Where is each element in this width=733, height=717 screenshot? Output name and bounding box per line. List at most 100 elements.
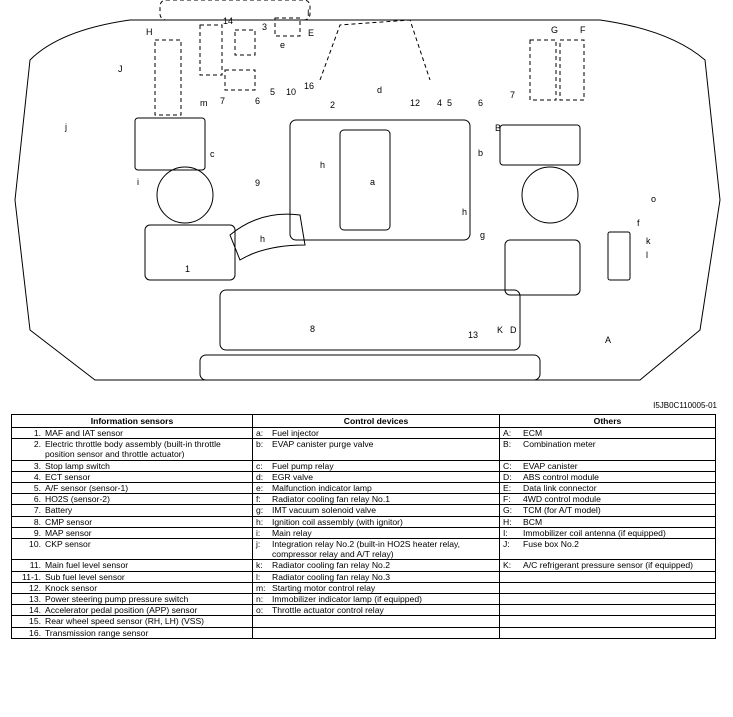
entry-key: j: [256, 539, 261, 550]
callout-e: e [280, 40, 285, 50]
control-device-cell: h:Ignition coil assembly (with ignitor) [252, 515, 500, 528]
entry-key: i: [256, 527, 261, 538]
control-device-entry: k:Radiator cooling fan relay No.2 [256, 560, 496, 570]
control-device-entry: e: Malfunction indicator lamp [256, 483, 496, 493]
callout-6: 6 [255, 96, 260, 106]
other-component-cell: J:Fuse box No.2 [499, 538, 716, 561]
legend-row: 5.A/F sensor (sensor-1)e: Malfunction ind… [11, 482, 716, 495]
control-device-entry: d: EGR valve [256, 472, 496, 482]
entry-text: Fuse box No.2 [523, 539, 579, 550]
information-sensor-cell: 8. CMP sensor [11, 515, 253, 528]
information-sensor-entry: 1.MAF and IAT sensor [15, 428, 249, 438]
callout-F: F [580, 25, 586, 35]
entry-key: H: [503, 516, 512, 527]
callout-K: K [497, 325, 503, 335]
other-component-cell [499, 615, 716, 628]
entry-key: F: [503, 494, 511, 505]
entry-key: 11-1. [22, 571, 41, 582]
information-sensor-cell: 7.Battery [11, 504, 253, 517]
entry-key: n: [256, 594, 264, 605]
control-device-cell: k:Radiator cooling fan relay No.2 [252, 559, 500, 572]
radiator [219, 289, 521, 351]
entry-text: A/C refrigerant pressure sensor (if equi… [523, 560, 694, 571]
entry-key: G: [503, 505, 513, 516]
control-device-entry: j:Integration relay No.2 (built-in HO2S … [256, 539, 496, 559]
information-sensor-entry: 12.Knock sensor [15, 583, 249, 593]
entry-text: Battery [45, 505, 73, 516]
callout-b: b [478, 148, 483, 158]
callout-3: 3 [262, 22, 267, 32]
information-sensor-cell: 10.CKP sensor [11, 538, 253, 561]
other-component-entry: J:Fuse box No.2 [503, 539, 712, 549]
control-device-entry: l:Radiator cooling fan relay No.3 [256, 572, 496, 582]
entry-key: 6. [33, 494, 41, 505]
callout-H: H [146, 27, 153, 37]
entry-key: d: [256, 471, 264, 482]
entry-key: a: [256, 428, 264, 438]
information-sensor-entry: 14.Accelerator pedal position (APP) sens… [15, 605, 249, 615]
other-component-cell [499, 604, 716, 617]
entry-key: g: [256, 505, 264, 516]
header-control-devices: Control devices [252, 414, 500, 428]
entry-text: Radiator cooling fan relay No.1 [272, 494, 390, 505]
control-device-cell: a:Fuel injector [252, 426, 500, 440]
other-component-cell: D:ABS control module [499, 470, 716, 484]
entry-key: o: [256, 605, 264, 616]
information-sensor-entry: 7.Battery [15, 505, 249, 515]
entry-key: K: [503, 560, 512, 571]
callout-A: A [605, 335, 611, 345]
information-sensor-entry: 2.Electric throttle body assembly (built… [15, 439, 249, 459]
entry-text: EGR valve [272, 471, 314, 482]
entry-key: 9. [33, 527, 41, 538]
entry-text: Immobilizer indicator lamp (if equipped) [272, 594, 422, 605]
callout-d: d [377, 85, 382, 95]
entry-key: I: [503, 527, 508, 538]
callout-g: g [480, 230, 485, 240]
other-component-entry: E:Data link connector [503, 483, 712, 493]
callout-c: c [210, 149, 215, 159]
dash-outline [159, 0, 311, 21]
entry-key: 8. [33, 516, 41, 527]
information-sensor-cell: 5.A/F sensor (sensor-1) [11, 482, 253, 495]
information-sensor-entry: 9.MAP sensor [15, 528, 249, 538]
entry-text: Throttle actuator control relay [272, 605, 384, 616]
information-sensor-cell: 4.ECT sensor [11, 470, 253, 484]
other-component-entry: H:BCM [503, 517, 712, 527]
stop-lamp-outline [234, 29, 256, 56]
hood-outline [14, 19, 721, 381]
engine-block [289, 119, 471, 241]
callout-13: 13 [468, 330, 478, 340]
entry-text: Stop lamp switch [45, 460, 110, 471]
entry-text: Power steering pump pressure switch [45, 594, 189, 605]
control-device-entry: i:Main relay [256, 528, 496, 538]
entry-text: ECT sensor [45, 471, 91, 482]
entry-key: 15. [29, 616, 41, 627]
fuse-box [134, 117, 206, 171]
control-device-cell: f:Radiator cooling fan relay No.1 [252, 493, 500, 506]
other-component-cell [499, 581, 716, 595]
entry-key: e: [256, 483, 264, 494]
entry-text: CMP sensor [45, 516, 93, 527]
callout-h: h [462, 207, 467, 217]
legend-row: 8. CMP sensor h:Ignition coil assembly (wi… [11, 515, 716, 528]
entry-text: MAF and IAT sensor [45, 428, 124, 438]
information-sensor-cell: 1.MAF and IAT sensor [11, 426, 253, 440]
other-component-cell: A:ECM [499, 426, 716, 440]
entry-key: k: [256, 560, 263, 571]
header-others: Others [499, 414, 716, 428]
entry-text: Malfunction indicator lamp [272, 483, 372, 494]
callout-I: I [307, 8, 310, 18]
control-device-entry: a:Fuel injector [256, 428, 496, 438]
entry-text: Starting motor control relay [272, 582, 376, 593]
callout-o: o [651, 194, 656, 204]
legend-table: Information sensors Control devices Othe… [11, 414, 716, 639]
other-component-cell: F:4WD control module [499, 493, 716, 506]
entry-key: D: [503, 471, 512, 482]
control-device-cell: c:Fuel pump relay [252, 459, 500, 472]
control-device-cell: j:Integration relay No.2 (built-in HO2S … [252, 538, 500, 561]
callout-m: m [200, 98, 208, 108]
